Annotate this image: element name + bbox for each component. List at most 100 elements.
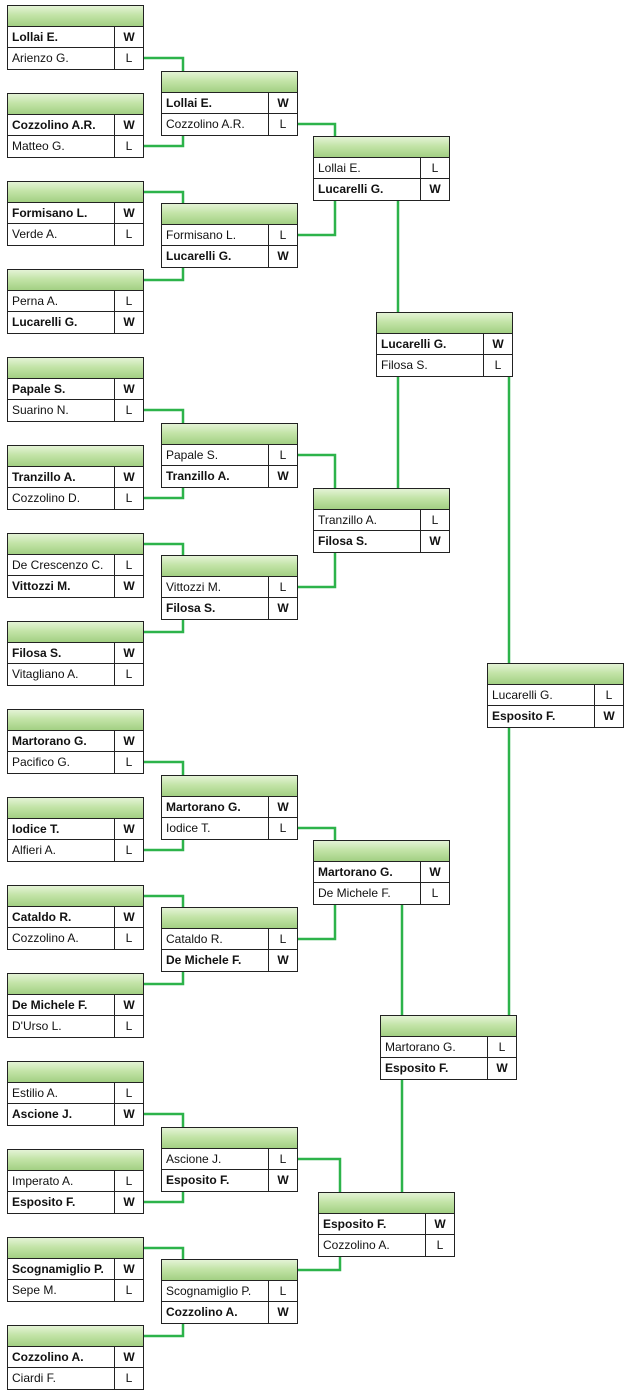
player-row: Cozzolino A.L <box>8 928 143 949</box>
player-result: W <box>114 27 143 47</box>
player-name: Esposito F. <box>12 1195 76 1209</box>
player-row: Ascione J.W <box>8 1104 143 1125</box>
match-header <box>381 1016 516 1037</box>
player-name: Ascione J. <box>166 1152 222 1166</box>
player-row: Lucarelli G.W <box>162 246 297 267</box>
player-name: Vittozzi M. <box>166 580 222 594</box>
connector-line <box>144 1324 185 1338</box>
match-header <box>8 622 143 643</box>
player-name: Esposito F. <box>166 1173 230 1187</box>
player-name: Papale S. <box>12 382 66 396</box>
player-result: L <box>268 114 297 135</box>
player-row: Ciardi F.L <box>8 1368 143 1389</box>
player-result: W <box>420 531 449 552</box>
connector-line <box>144 840 185 852</box>
player-result: W <box>483 334 512 354</box>
player-name: Filosa S. <box>318 534 368 548</box>
match-header <box>8 1150 143 1171</box>
player-name: Formisano L. <box>12 206 88 220</box>
player-row: Sepe M.L <box>8 1280 143 1301</box>
player-result: W <box>114 1259 143 1279</box>
connector-line <box>298 201 337 237</box>
match-header <box>162 204 297 225</box>
player-result: L <box>114 1368 143 1389</box>
player-result: L <box>420 158 449 178</box>
player-result: L <box>268 577 297 597</box>
player-result: W <box>114 731 143 751</box>
player-name: Lucarelli G. <box>318 182 384 196</box>
player-result: W <box>114 1192 143 1213</box>
player-result: L <box>268 1281 297 1301</box>
player-result: L <box>114 840 143 861</box>
player-result: W <box>114 907 143 927</box>
player-row: Imperato A.L <box>8 1171 143 1192</box>
player-result: W <box>114 312 143 333</box>
match-header <box>8 6 143 27</box>
player-name: D'Urso L. <box>12 1019 62 1033</box>
connector-line <box>144 542 185 555</box>
player-name: Cozzolino A.R. <box>166 117 245 131</box>
player-result: W <box>268 466 297 487</box>
player-row: D'Urso L. L <box>8 1016 143 1037</box>
player-row: Arienzo G.L <box>8 48 143 69</box>
player-result: W <box>114 643 143 663</box>
player-name: Papale S. <box>166 448 219 462</box>
player-name: De Michele F. <box>12 998 88 1012</box>
connector-line <box>298 122 337 136</box>
player-row: Filosa S.W <box>8 643 143 664</box>
player-name: Tranzillo A. <box>166 469 230 483</box>
player-result: L <box>268 818 297 839</box>
player-row: Esposito F.W <box>381 1058 516 1079</box>
match-header <box>162 424 297 445</box>
player-row: Lollai E. W <box>8 27 143 48</box>
player-result: L <box>483 355 512 376</box>
player-name: Iodice T. <box>12 822 60 836</box>
player-row: Martorano G.W <box>8 731 143 752</box>
player-result: L <box>114 224 143 245</box>
connector-line <box>144 620 185 634</box>
player-row: Tranzillo A.W <box>8 467 143 488</box>
player-row: Cataldo R.W <box>8 907 143 928</box>
player-result: W <box>425 1214 454 1234</box>
player-row: De Michele F.W <box>162 950 297 971</box>
player-result: L <box>114 488 143 509</box>
player-name: Scognamiglio P. <box>12 1262 104 1276</box>
player-result: W <box>114 1347 143 1367</box>
player-result: L <box>114 1280 143 1301</box>
player-row: Vitagliano A.L <box>8 664 143 685</box>
player-name: Lollai E. <box>318 161 361 175</box>
player-row: Papale S.W <box>8 379 143 400</box>
match-header <box>162 908 297 929</box>
player-result: W <box>268 950 297 971</box>
player-name: Lollai E. <box>12 30 59 44</box>
player-row: De Michele F. W <box>8 995 143 1016</box>
match-header <box>8 182 143 203</box>
player-row: Esposito F.W <box>488 706 623 727</box>
player-result: W <box>114 995 143 1015</box>
connector-line <box>298 1257 342 1272</box>
player-row: Ascione J.L <box>162 1149 297 1170</box>
match-header <box>8 446 143 467</box>
player-result: L <box>114 1016 143 1037</box>
player-name: Lucarelli G. <box>381 337 447 351</box>
match-header <box>314 841 449 862</box>
player-row: Cataldo R.L <box>162 929 297 950</box>
player-name: Vitagliano A. <box>12 667 79 681</box>
player-result: L <box>594 685 623 705</box>
player-row: Filosa S. W <box>314 531 449 552</box>
match-header <box>8 1062 143 1083</box>
player-result: L <box>268 225 297 245</box>
player-row: Cozzolino D.L <box>8 488 143 509</box>
